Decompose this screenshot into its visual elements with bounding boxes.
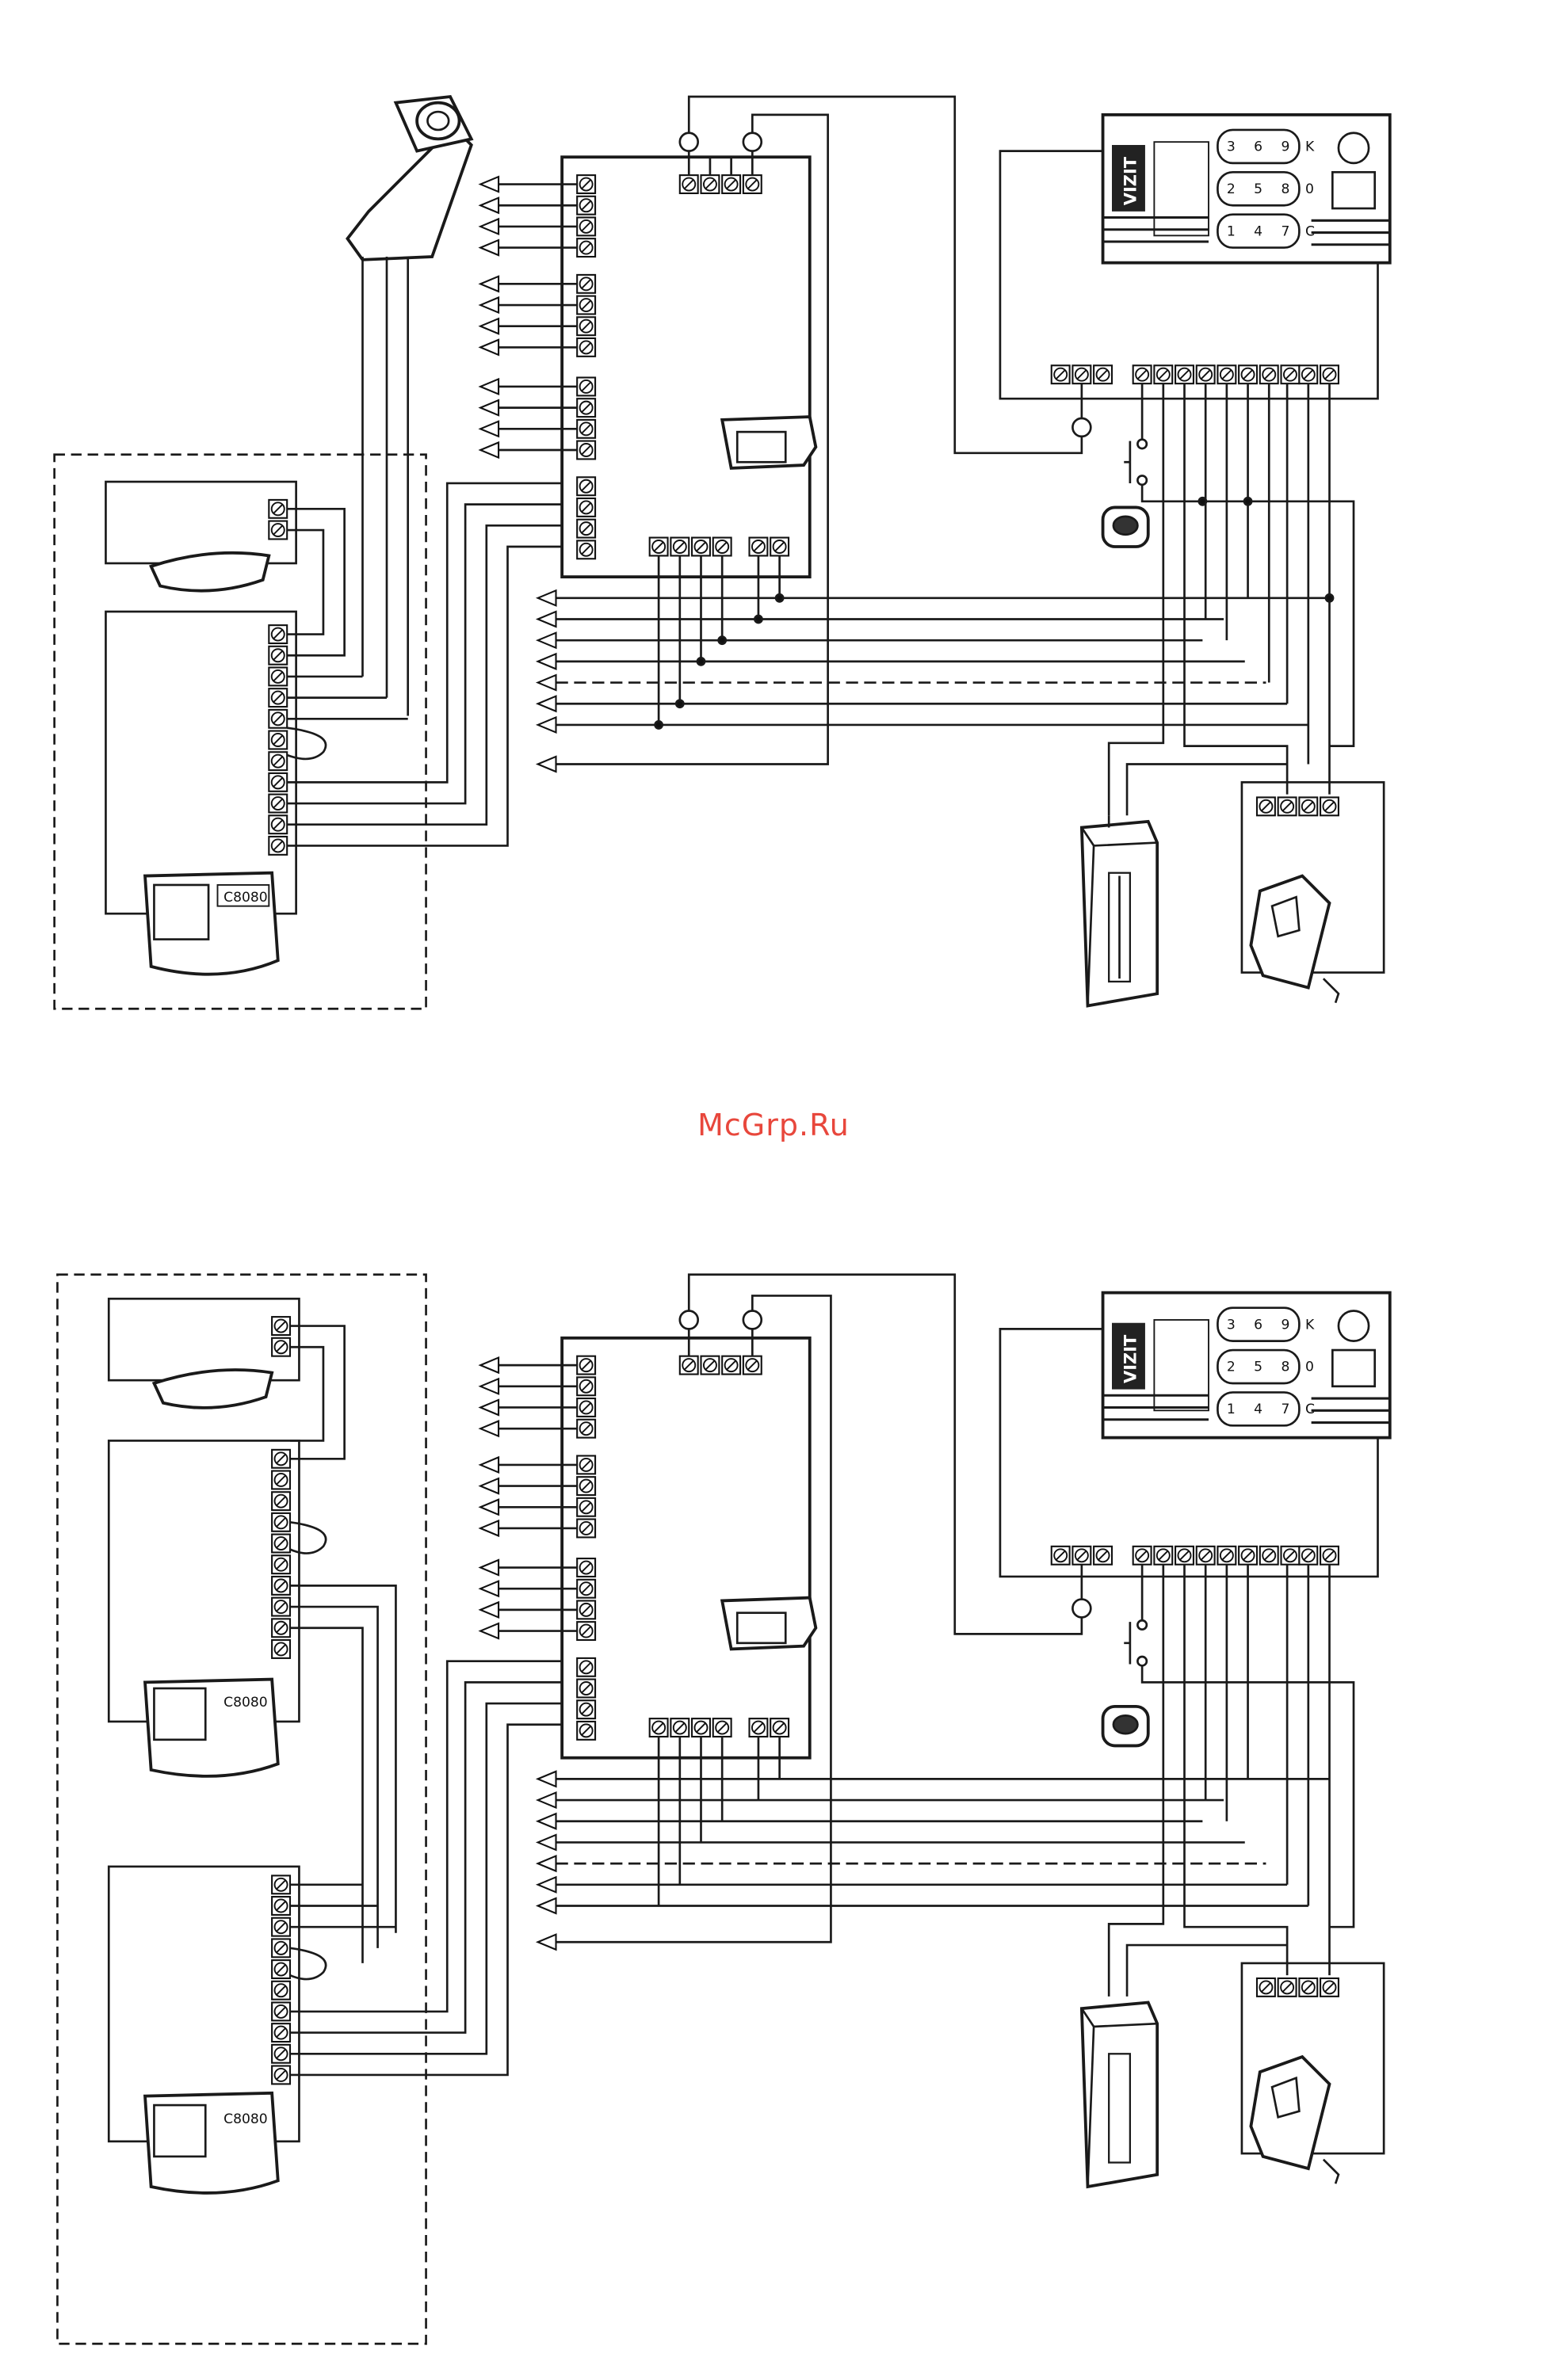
wiring-diagram-single: C8080 xyxy=(55,97,1390,1009)
terminal-groups xyxy=(577,175,789,559)
electromagnetic-lock xyxy=(1082,822,1157,1006)
wiring-diagram-double: C8080 C8080 xyxy=(57,1275,1389,2344)
key-6-b: 6 xyxy=(1254,1317,1262,1333)
key-c: C xyxy=(1305,223,1315,239)
handset-icon xyxy=(151,553,269,591)
key-3-b: 3 xyxy=(1227,1317,1236,1333)
monitor-badge: C8080 xyxy=(223,890,268,906)
key-5: 5 xyxy=(1254,181,1262,197)
handset-unit xyxy=(105,482,296,563)
key-8-b: 8 xyxy=(1282,1360,1290,1375)
key-3: 3 xyxy=(1227,139,1236,155)
monitor-badge-a: C8080 xyxy=(223,1695,268,1711)
video-camera xyxy=(347,97,471,260)
keypad-brand-b: VIZIT xyxy=(1121,1334,1140,1383)
key-k: K xyxy=(1305,139,1315,155)
monitor-icon xyxy=(145,873,278,975)
exit-button-switch xyxy=(1124,441,1130,483)
watermark: McGrp.Ru xyxy=(0,1108,1547,1142)
call-panel: VIZIT xyxy=(1103,115,1390,263)
key-5-b: 5 xyxy=(1254,1360,1262,1375)
keypad-brand: VIZIT xyxy=(1121,156,1140,205)
key-k-b: K xyxy=(1305,1317,1315,1333)
power-supply-icon xyxy=(722,417,816,468)
key-4-b: 4 xyxy=(1254,1402,1262,1417)
key-c-b: C xyxy=(1305,1402,1315,1417)
handset-unit-a xyxy=(109,1299,299,1380)
key-1-b: 1 xyxy=(1227,1402,1236,1417)
key-4: 4 xyxy=(1254,223,1262,239)
key-7: 7 xyxy=(1282,223,1290,239)
key-8: 8 xyxy=(1282,181,1290,197)
key-6: 6 xyxy=(1254,139,1262,155)
key-7-b: 7 xyxy=(1282,1402,1290,1417)
monitor-badge-b: C8080 xyxy=(223,2111,268,2127)
exit-button-icon xyxy=(1103,507,1148,547)
key-0: 0 xyxy=(1305,181,1314,197)
key-9-b: 9 xyxy=(1282,1317,1290,1333)
block-commutator-b xyxy=(562,1338,810,1758)
key-9: 9 xyxy=(1282,139,1290,155)
key-2: 2 xyxy=(1227,181,1236,197)
key-2-b: 2 xyxy=(1227,1360,1236,1375)
monitor-panel xyxy=(105,612,296,913)
key-0-b: 0 xyxy=(1305,1360,1314,1375)
block-commutator xyxy=(562,157,810,577)
power-supply-unit-icon xyxy=(1251,876,1339,1003)
key-1: 1 xyxy=(1227,223,1236,239)
